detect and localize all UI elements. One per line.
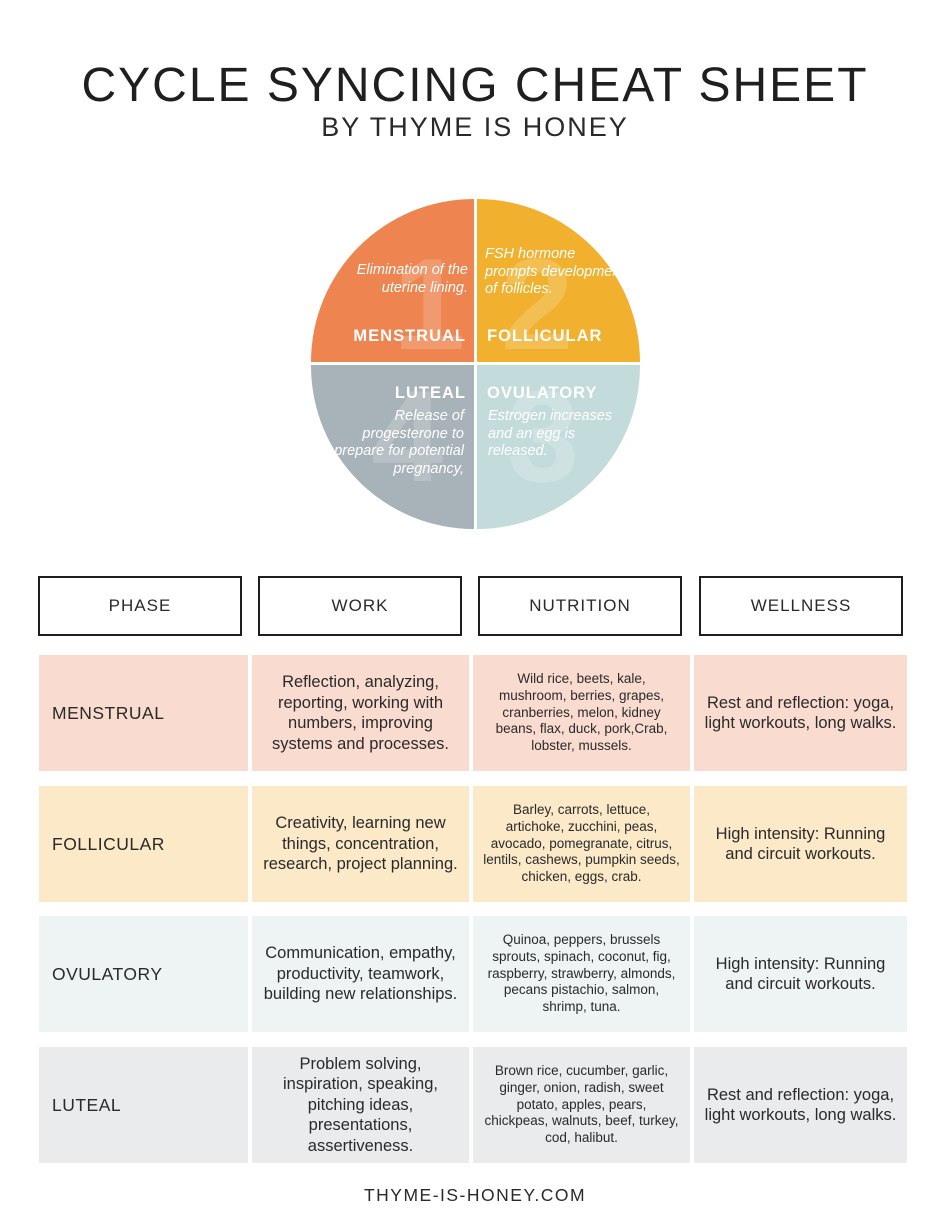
quadrant-luteal: 4 LUTEAL Release of progesterone to prep… xyxy=(311,365,474,529)
quadrant-ovulatory: 3 OVULATORY Estrogen increases and an eg… xyxy=(477,365,640,529)
quadrant-description: Estrogen increases and an egg is release… xyxy=(488,408,613,459)
quadrant-menstrual: 1 Elimination of the uterine lining. MEN… xyxy=(311,199,474,362)
quadrant-follicular: 2 FSH hormone prompts development of fol… xyxy=(477,199,640,362)
nutrition-cell: Wild rice, beets, kale, mushroom, berrie… xyxy=(473,655,690,771)
wellness-cell: High intensity: Running and circuit work… xyxy=(694,786,907,902)
quadrant-description: Release of progesterone to prepare for p… xyxy=(334,408,464,477)
work-cell: Reflection, analyzing, reporting, workin… xyxy=(252,655,469,771)
header-phase: PHASE xyxy=(38,576,242,636)
quadrant-number: 3 xyxy=(507,365,580,509)
phase-cell: OVULATORY xyxy=(39,916,248,1032)
wellness-cell: High intensity: Running and circuit work… xyxy=(694,916,907,1032)
quadrant-number: 4 xyxy=(371,365,444,509)
work-cell: Problem solving, inspiration, speaking, … xyxy=(252,1047,469,1163)
wellness-cell: Rest and reflection: yoga, light workout… xyxy=(694,655,907,771)
quadrant-name: LUTEAL xyxy=(394,384,466,402)
header-nutrition: NUTRITION xyxy=(478,576,682,636)
work-cell: Communication, empathy, productivity, te… xyxy=(252,916,469,1032)
cycle-wheel: 1 Elimination of the uterine lining. MEN… xyxy=(311,199,640,529)
footer-url[interactable]: THYME-IS-HONEY.COM xyxy=(363,1185,587,1205)
quadrant-name: FOLLICULAR xyxy=(487,327,603,345)
phase-cell: MENSTRUAL xyxy=(39,655,248,771)
nutrition-cell: Quinoa, peppers, brussels sprouts, spina… xyxy=(473,916,690,1032)
phase-cell: LUTEAL xyxy=(39,1047,248,1163)
page-title: CYCLE SYNCING CHEAT SHEET xyxy=(81,59,869,112)
quadrant-description: FSH hormone prompts development of folli… xyxy=(485,246,625,297)
work-cell: Creativity, learning new things, concent… xyxy=(252,786,469,902)
quadrant-number: 2 xyxy=(501,231,574,362)
quadrant-description: Elimination of the uterine lining. xyxy=(356,262,468,296)
quadrant-name: MENSTRUAL xyxy=(353,327,466,345)
quadrant-name: OVULATORY xyxy=(487,384,598,402)
wellness-cell: Rest and reflection: yoga, light workout… xyxy=(694,1047,907,1163)
page-subtitle: BY THYME IS HONEY xyxy=(321,112,629,142)
header-wellness: WELLNESS xyxy=(699,576,903,636)
quadrant-number: 1 xyxy=(393,231,466,362)
nutrition-cell: Brown rice, cucumber, garlic, ginger, on… xyxy=(473,1047,690,1163)
header-work: WORK xyxy=(258,576,462,636)
nutrition-cell: Barley, carrots, lettuce, artichoke, zuc… xyxy=(473,786,690,902)
phase-cell: FOLLICULAR xyxy=(39,786,248,902)
